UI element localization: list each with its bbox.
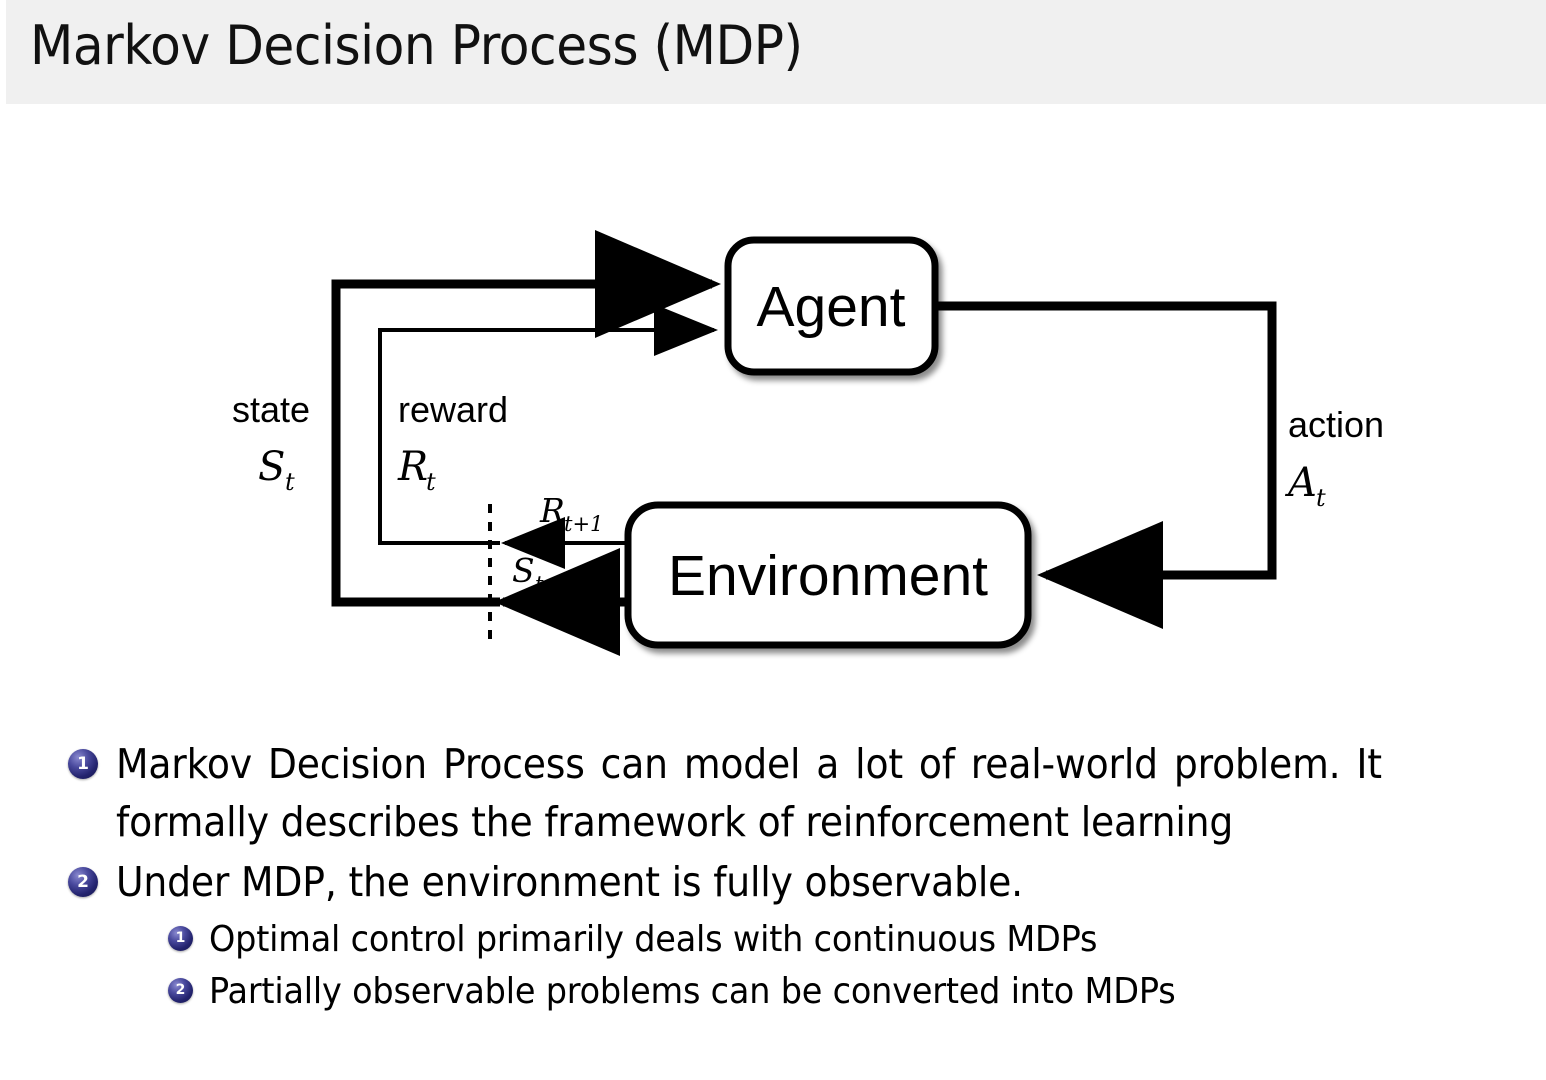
label-next-reward-symbol: R — [539, 491, 565, 530]
bullet-line: Partially observable problems can be con… — [209, 970, 1176, 1012]
bullet-list: 1 Markov Decision Process can model a lo… — [0, 735, 1546, 1018]
label-next-reward-subscript: t+1 — [564, 512, 603, 536]
label-next-state-subscript: t+1 — [535, 572, 574, 596]
label-action-word: action — [1288, 404, 1384, 445]
bullet-line: Optimal control primarily deals with con… — [209, 918, 1098, 960]
label-action: action A t — [1284, 404, 1384, 512]
page-title: Markov Decision Process (MDP) — [30, 14, 803, 77]
bullet-line: formally describes the framework of rein… — [116, 798, 1234, 847]
edge-state-to-agent — [331, 230, 721, 607]
sub-bullet-marker-2: 2 — [168, 977, 193, 1003]
label-action-symbol: A — [1284, 460, 1317, 506]
label-reward-subscript: t — [426, 468, 436, 496]
bullet-marker-2: 2 — [68, 867, 98, 898]
list-item: 1 Optimal control primarily deals with c… — [0, 914, 1546, 966]
title-band — [6, 0, 1546, 104]
bullet-marker-1: 1 — [68, 749, 98, 779]
node-environment-label: Environment — [668, 544, 988, 608]
list-item: 2 Partially observable problems can be c… — [0, 966, 1546, 1018]
node-agent-label: Agent — [757, 275, 906, 339]
list-item: 1 Markov Decision Process can model a lo… — [0, 735, 1546, 851]
label-state-subscript: t — [285, 468, 295, 496]
list-item: 2 Under MDP, the environment is fully ob… — [0, 853, 1546, 911]
sub-bullet-text-2: Partially observable problems can be con… — [209, 966, 1427, 1018]
bullet-line: Under MDP, the environment is fully obse… — [116, 858, 1023, 907]
label-state-word: state — [232, 389, 310, 430]
label-action-subscript: t — [1316, 484, 1326, 512]
label-next-reward: R t+1 — [539, 491, 603, 536]
sub-bullet-text-1: Optimal control primarily deals with con… — [209, 914, 1427, 966]
bullet-text-1: Markov Decision Process can model a lot … — [116, 735, 1382, 851]
label-reward: reward R t — [397, 389, 508, 496]
bullet-text-2: Under MDP, the environment is fully obse… — [116, 853, 1382, 911]
label-next-state: S t+1 — [512, 551, 574, 596]
edge-action-agent-to-environment — [935, 301, 1277, 629]
mdp-agent-environment-diagram: Agent Environment state S t reward R t a… — [0, 104, 1546, 694]
label-reward-word: reward — [398, 389, 508, 430]
sub-bullet-marker-1: 1 — [168, 925, 193, 951]
node-environment: Environment — [624, 501, 1032, 649]
label-state-symbol: S — [258, 444, 285, 490]
label-reward-symbol: R — [397, 444, 428, 490]
node-agent: Agent — [724, 236, 939, 376]
label-next-state-symbol: S — [512, 551, 535, 590]
label-state: state S t — [232, 389, 310, 496]
edge-reward-to-agent — [378, 304, 718, 545]
bullet-line: Markov Decision Process can model a lot … — [116, 740, 1382, 788]
